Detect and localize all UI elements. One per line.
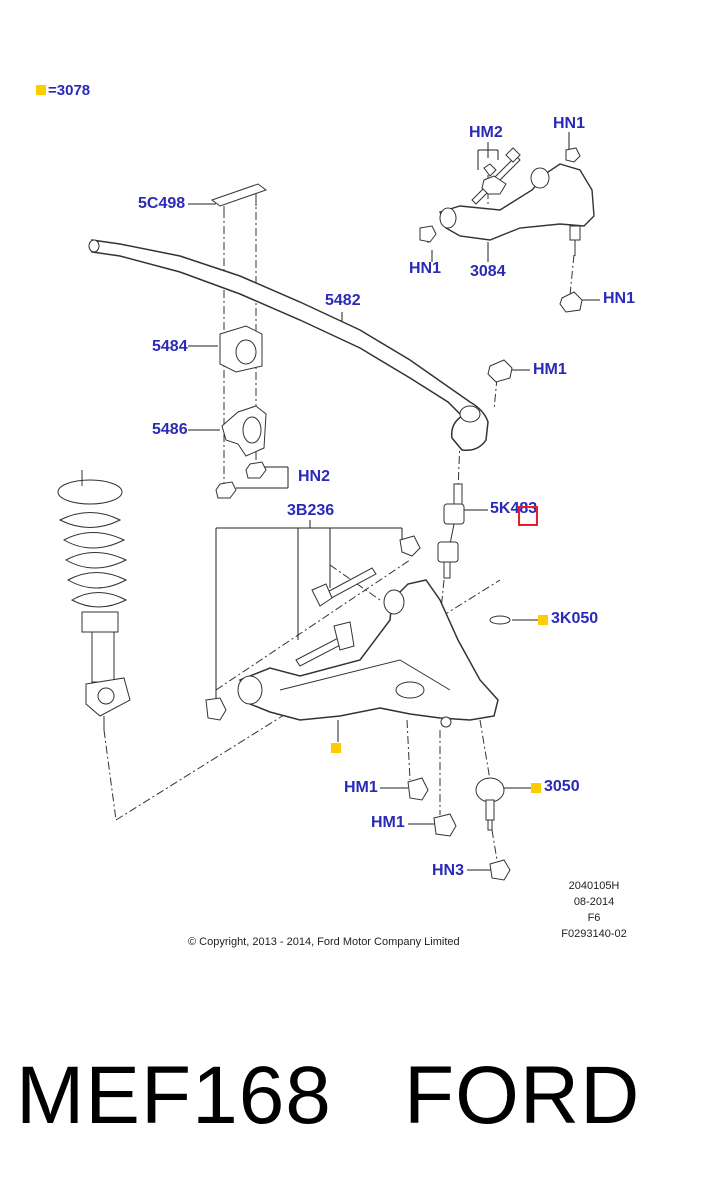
label-5486[interactable]: 5486 [152, 421, 188, 438]
label-5c498[interactable]: 5C498 [138, 195, 186, 212]
meta-line-2: 08-2014 [573, 896, 615, 908]
label-hn1-top[interactable]: HN1 [553, 115, 586, 132]
diagram-meta: 2040105H 08-2014 F6 F0293140-02 [548, 878, 640, 942]
legend-marker [36, 85, 46, 95]
label-hn1-left[interactable]: HN1 [409, 260, 442, 277]
meta-line-4: F0293140-02 [561, 928, 627, 940]
exploded-suspension-diagram [57, 132, 600, 881]
legend-text: =3078 [48, 82, 91, 99]
label-hn3[interactable]: HN3 [432, 862, 465, 879]
marker-3050 [531, 783, 541, 793]
label-hm1-low[interactable]: HM1 [371, 814, 405, 831]
copyright-notice: © Copyright, 2013 - 2014, Ford Motor Com… [188, 936, 460, 948]
label-hm1-upper[interactable]: HM1 [533, 361, 567, 378]
label-5484[interactable]: 5484 [152, 338, 188, 355]
label-3k050[interactable]: 3K050 [551, 610, 599, 627]
meta-line-1: 2040105H [568, 880, 620, 892]
meta-line-3: F6 [587, 912, 601, 924]
marker-3k050 [538, 615, 548, 625]
highlight-box [518, 506, 538, 526]
label-hm2[interactable]: HM2 [469, 124, 503, 141]
brand-name: FORD [404, 1050, 641, 1141]
label-hn2[interactable]: HN2 [298, 468, 331, 485]
label-3050[interactable]: 3050 [544, 778, 580, 795]
label-hm1-mid[interactable]: HM1 [344, 779, 378, 796]
part-number: MEF168 [16, 1050, 332, 1141]
label-5482[interactable]: 5482 [325, 292, 361, 309]
label-hn1-right[interactable]: HN1 [603, 290, 636, 307]
label-3b236[interactable]: 3B236 [287, 502, 335, 519]
label-5k483[interactable]: 5K483 [490, 500, 538, 517]
marker-lower-arm [331, 743, 341, 753]
label-3084[interactable]: 3084 [470, 263, 506, 280]
